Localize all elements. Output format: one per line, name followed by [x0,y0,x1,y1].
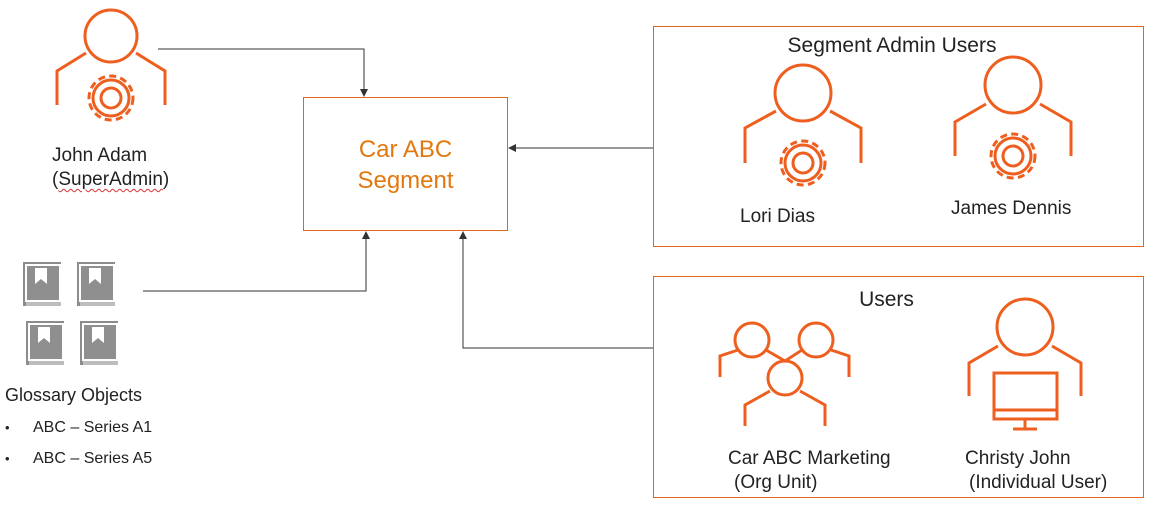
glossary-item: • ABC – Series A1 [0,417,152,448]
book-icon [77,262,115,306]
admin-user-name: Lori Dias [740,206,815,227]
users-group-box: Users [653,276,1144,498]
admin-user-name: James Dennis [951,198,1072,219]
bullet-icon: • [5,420,10,435]
individual-user-type: (Individual User) [969,472,1108,493]
bullet-icon: • [5,451,10,466]
computer-user-icon [967,297,1083,431]
glossary-item-label: ABC – Series A5 [33,450,153,467]
glossary-item: • ABC – Series A5 [0,448,152,479]
book-icon [23,262,61,306]
org-unit-name: Car ABC Marketing [728,448,891,469]
connector-superadmin [158,48,368,97]
segment-box: Car ABC Segment [303,97,508,231]
org-group-icon [718,321,851,426]
superadmin-role-text: SuperAdmin [58,169,163,190]
users-group-title: Users [859,288,914,311]
book-icon [26,321,64,365]
connector-users-group [459,231,653,349]
glossary-item-label: ABC – Series A1 [33,419,153,436]
admin-gear-user-icon [55,8,167,122]
glossary-list: • ABC – Series A1 • ABC – Series A5 [0,417,152,479]
admin-group-box: Segment Admin Users [653,26,1144,247]
superadmin-role: (SuperAdmin) [52,169,169,191]
segment-title-line1: Car ABC [358,136,453,163]
admin-gear-user-icon [953,55,1073,180]
admin-group-title: Segment Admin Users [787,34,997,57]
superadmin-role-open: ( [52,169,59,190]
individual-user-name: Christy John [965,448,1071,469]
superadmin-name: John Adam [52,145,148,166]
segment-title-line2: Segment [357,167,454,194]
connector-glossary [143,231,370,292]
book-icon [80,321,118,365]
admin-gear-user-icon [743,63,863,187]
superadmin-role-close: ) [162,169,170,190]
glossary-title: Glossary Objects [5,385,143,405]
segment-title: Car ABC Segment [304,134,507,196]
org-unit-type: (Org Unit) [734,472,818,493]
